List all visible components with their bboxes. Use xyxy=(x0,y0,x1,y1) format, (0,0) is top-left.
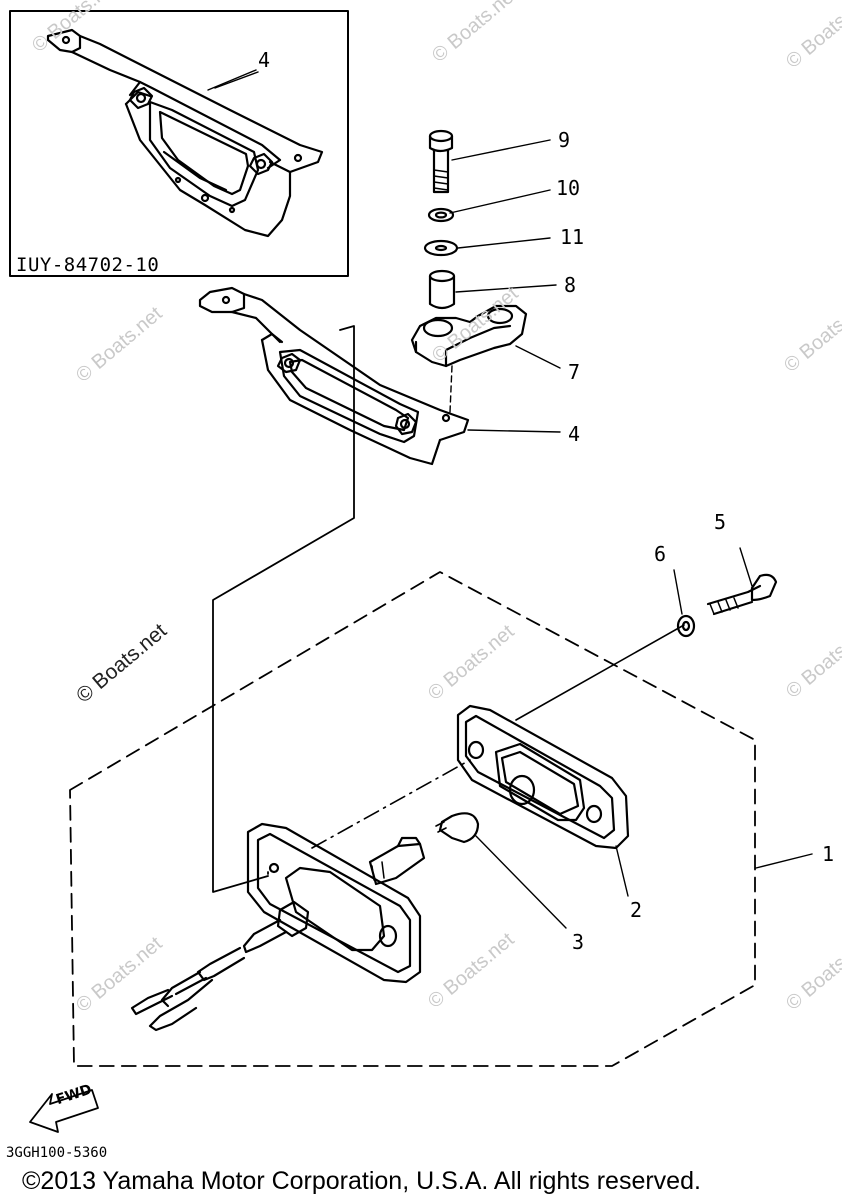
wire-harness xyxy=(130,900,310,1032)
callout-8: 8 xyxy=(564,273,577,297)
callout-10: 10 xyxy=(556,176,581,200)
fwd-arrow-icon xyxy=(29,1089,99,1133)
callout-3: 3 xyxy=(572,930,585,954)
part-8-spacer xyxy=(428,269,456,310)
assembly-boundary xyxy=(69,571,756,1067)
part-11-washer xyxy=(423,239,459,257)
lamp-housing xyxy=(246,822,426,984)
axis-line-upper xyxy=(515,624,685,721)
inset-frame xyxy=(9,10,349,277)
drawing-code: 3GGH100-5360 xyxy=(6,1145,108,1161)
callout-5: 5 xyxy=(714,510,727,534)
part-9-bolt xyxy=(428,129,454,194)
callout-2: 2 xyxy=(630,898,643,922)
main-bracket xyxy=(198,286,470,466)
callout-6: 6 xyxy=(654,542,667,566)
inset-bracket xyxy=(46,28,324,238)
callout-1: 1 xyxy=(822,842,835,866)
part-7-arm xyxy=(410,304,528,413)
connection-line-a xyxy=(212,325,355,893)
callout-9: 9 xyxy=(558,128,571,152)
part-5-screw xyxy=(706,573,778,616)
callout-7: 7 xyxy=(568,360,581,384)
part-3-bulb xyxy=(435,812,480,844)
part-6-washer xyxy=(676,614,696,638)
callout-4-inset: 4 xyxy=(258,48,271,72)
callout-4: 4 xyxy=(568,422,581,446)
part-2-lens xyxy=(456,704,630,850)
copyright-notice: ©2013 Yamaha Motor Corporation, U.S.A. A… xyxy=(22,1167,701,1195)
callout-11: 11 xyxy=(560,225,585,249)
inset-part-code: IUY-84702-10 xyxy=(16,254,160,276)
axis-line-lower xyxy=(311,759,471,849)
callout-leaders xyxy=(207,69,813,929)
part-10-lockwasher xyxy=(427,207,455,223)
